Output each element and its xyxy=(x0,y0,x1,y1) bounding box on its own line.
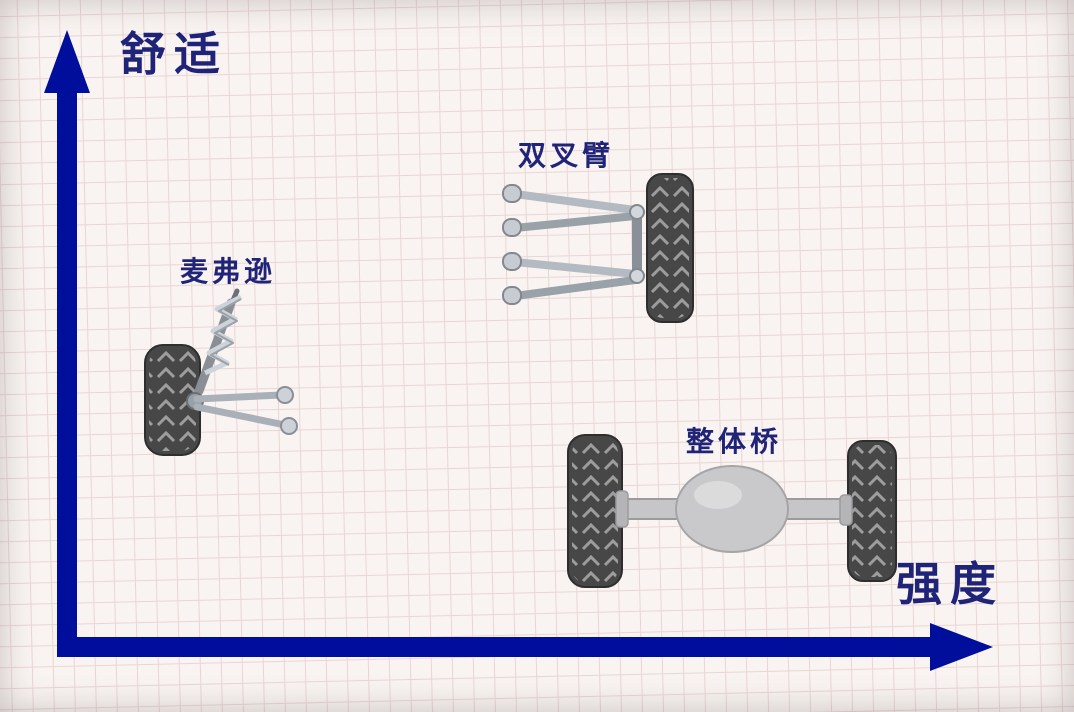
knuckle-icon xyxy=(629,204,645,284)
tire-icon xyxy=(144,344,201,456)
tire-icon xyxy=(646,173,694,323)
label-double-wishbone: 双叉臂 xyxy=(518,140,615,171)
y-axis-arrowhead-icon xyxy=(44,30,90,93)
solid-axle-illustration xyxy=(567,434,897,588)
label-solid-axle: 整体桥 xyxy=(686,426,783,457)
upper-wishbone-icon xyxy=(502,184,639,237)
double-wishbone-suspension-illustration xyxy=(502,173,694,323)
tire-icon xyxy=(847,440,897,582)
tire-icon xyxy=(567,434,623,588)
lower-wishbone-icon xyxy=(502,252,639,305)
y-axis-label: 舒适 xyxy=(120,28,228,80)
control-arm-icon xyxy=(186,386,298,435)
macpherson-suspension-illustration xyxy=(144,288,298,456)
label-macpherson: 麦弗逊 xyxy=(180,256,277,287)
x-axis-arrowhead-icon xyxy=(930,623,993,671)
x-axis-label: 强度 xyxy=(896,558,1004,610)
axle-differential-icon xyxy=(615,465,853,553)
y-axis-line xyxy=(57,92,77,657)
x-axis-line xyxy=(57,637,932,657)
strut-spring-icon xyxy=(194,288,243,396)
